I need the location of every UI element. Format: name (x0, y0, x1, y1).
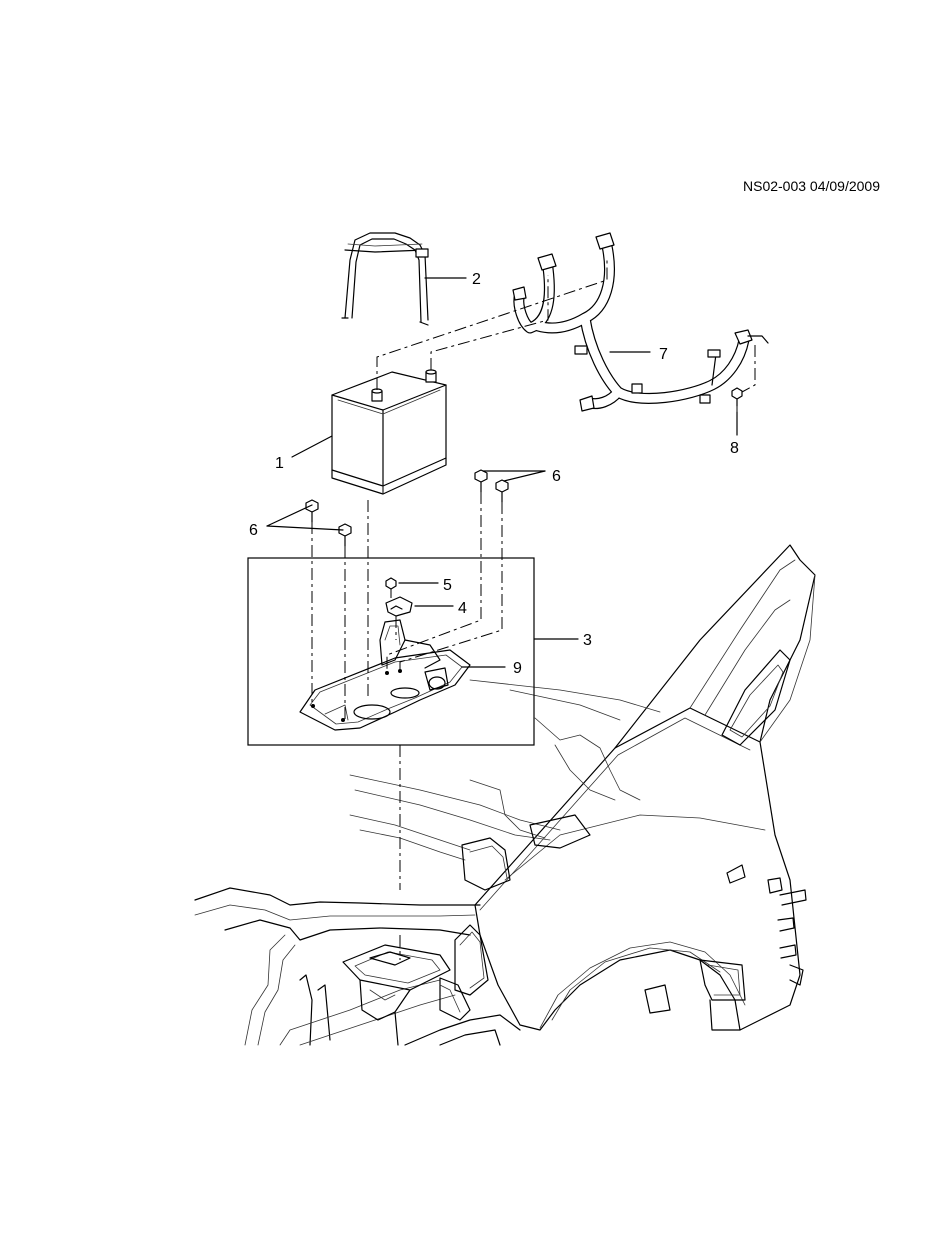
tray-detail-box (247, 557, 535, 746)
bolt-left-b (338, 523, 352, 547)
bolt-icon (305, 387, 743, 547)
clip (385, 596, 413, 617)
bolt-right-b (495, 479, 509, 503)
callout-tray-detail-box: 3 (583, 632, 592, 649)
bracket-icon (341, 232, 429, 326)
cable-harness (512, 232, 769, 412)
vehicle-body-structure (194, 544, 816, 1046)
battery-tray (299, 619, 471, 731)
callout-bolt-right: 6 (552, 468, 561, 485)
callout-bolt-left: 6 (249, 522, 258, 539)
harness-bolt (731, 387, 743, 407)
assembly-lines (311, 258, 756, 960)
callout-hold-down-bracket: 2 (472, 271, 481, 288)
callout-harness-bolt: 8 (730, 440, 739, 457)
callout-nut: 5 (443, 577, 452, 594)
bolt-left-a (305, 499, 319, 523)
callout-clip: 4 (458, 600, 467, 617)
document-reference: NS02-003 04/09/2009 (743, 178, 880, 194)
nut (385, 577, 397, 590)
callout-cable-harness: 7 (659, 346, 668, 363)
callout-battery: 1 (275, 455, 284, 472)
battery-icon (331, 369, 447, 495)
callout-battery-tray: 9 (513, 660, 522, 677)
leader-lines (266, 277, 738, 668)
bolt-right-a (474, 469, 488, 493)
